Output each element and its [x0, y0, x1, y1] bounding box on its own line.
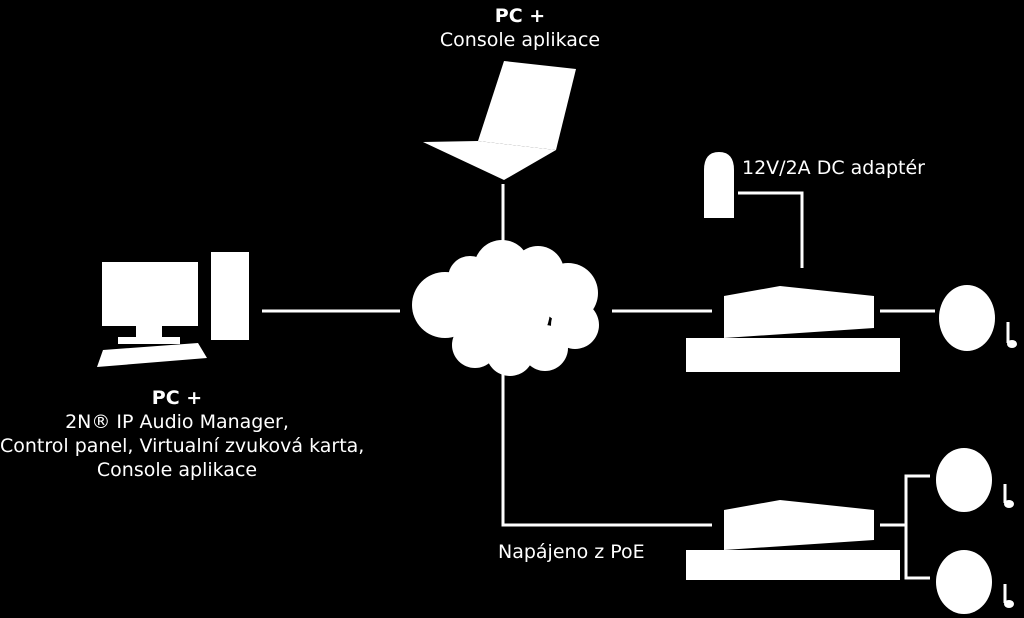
audio-unit-icon [686, 286, 900, 372]
laptop-title: PC + [494, 5, 546, 27]
power-adapter-icon [704, 152, 734, 218]
laptop-caption: PC + Console aplikace [420, 4, 620, 52]
pc-title: PC + [151, 387, 203, 409]
pc-line-1: 2N® IP Audio Manager, [65, 411, 289, 433]
music-note-icon [1003, 584, 1014, 608]
adapter-label: 12V/2A DC adaptér [742, 157, 925, 179]
line-adapter-unit1 [738, 191, 804, 268]
pc-line-2: Control panel, Virtualní zvuková karta, [0, 435, 365, 457]
music-note-icon [1003, 484, 1014, 508]
laptop-subtitle: Console aplikace [439, 29, 601, 51]
speaker-icon [936, 550, 992, 614]
audio-unit-icon [686, 500, 900, 580]
pc-line-3: Console aplikace [96, 459, 258, 481]
line-cloud-unit2 [501, 368, 712, 527]
poe-label: Napájeno z PoE [498, 541, 645, 563]
line-speaker-split [904, 474, 930, 580]
music-note-icon [1006, 322, 1017, 348]
connection-lines [262, 184, 935, 580]
network-cloud-icon [412, 240, 599, 376]
speaker-icon [936, 448, 992, 512]
speaker-icon [939, 285, 995, 351]
pc-caption: PC + 2N® IP Audio Manager, Control panel… [0, 386, 365, 482]
laptop-icon [423, 61, 576, 180]
desktop-pc-icon [97, 252, 249, 367]
